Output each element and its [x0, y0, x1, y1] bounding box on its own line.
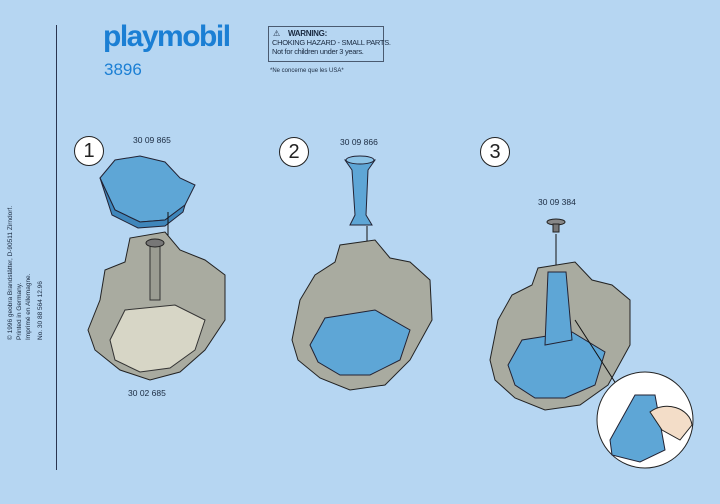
cap-part	[546, 218, 566, 233]
part-number: 30 09 384	[538, 197, 576, 207]
playmobil-logo: playmobil	[103, 20, 231, 53]
divider	[56, 25, 57, 470]
rock-base-2	[291, 239, 433, 391]
warning-line-1: CHOKING HAZARD - SMALL PARTS.	[272, 38, 391, 47]
water-plate-part	[99, 155, 196, 229]
step-3-badge: 3	[480, 137, 510, 167]
waterfall-column-part	[344, 155, 376, 226]
part-number: 30 09 866	[340, 137, 378, 147]
part-number: 30 02 685	[128, 388, 166, 398]
warning-box: ⚠ WARNING: CHOKING HAZARD - SMALL PARTS.…	[268, 26, 391, 62]
warning-icon: ⚠	[273, 29, 280, 38]
detail-inset	[596, 371, 694, 469]
rock-base-3	[489, 261, 631, 411]
rock-base-1	[87, 231, 226, 381]
part-number: 30 09 865	[133, 135, 171, 145]
warning-line-2: Not for children under 3 years.	[272, 47, 364, 56]
step-2-badge: 2	[279, 137, 309, 167]
warning-title: WARNING:	[288, 29, 327, 38]
step-1-badge: 1	[74, 136, 104, 166]
warning-note: *Ne concerne que les USA*	[270, 68, 344, 74]
model-number: 3896	[104, 60, 142, 79]
